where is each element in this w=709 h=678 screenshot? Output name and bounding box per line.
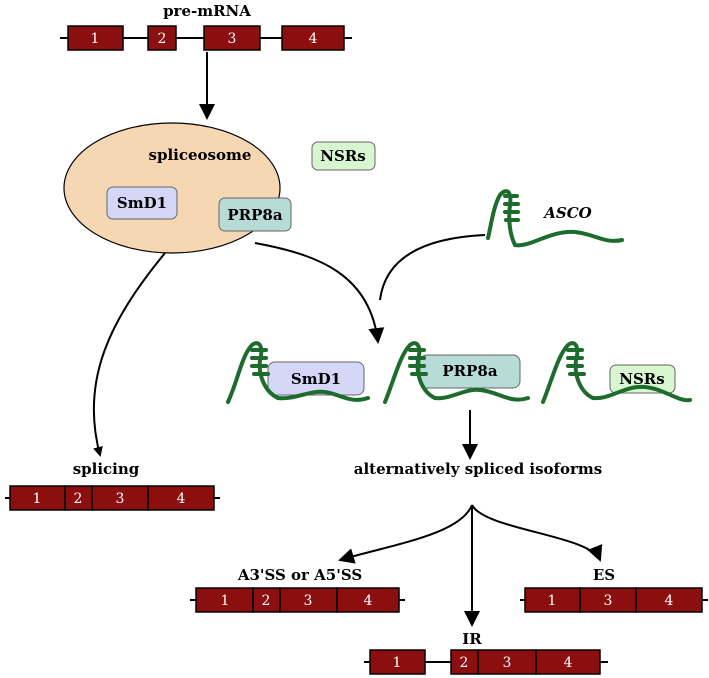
exon-1 bbox=[67, 25, 124, 51]
ir-transcript: 1 2 3 4 bbox=[364, 649, 608, 675]
arrow-asco-to-complex bbox=[379, 234, 486, 301]
exon-label: 2 bbox=[158, 31, 167, 47]
isoform-branch-arrows bbox=[338, 504, 603, 627]
complex-smd1: SmD1 bbox=[226, 341, 370, 404]
smd1-label: SmD1 bbox=[117, 194, 167, 212]
complex-prp8a-label: PRP8a bbox=[442, 362, 497, 380]
smd1-box bbox=[106, 186, 178, 220]
complex-prp8a: PRP8a bbox=[383, 341, 530, 404]
complex-nsrs: NSRs bbox=[541, 341, 692, 404]
complex-smd1-label: SmD1 bbox=[291, 370, 341, 388]
nsrs-box bbox=[311, 141, 376, 171]
asco-rna bbox=[486, 189, 624, 248]
exon-label: 3 bbox=[304, 593, 313, 609]
exon-label: 1 bbox=[91, 31, 100, 47]
exon-label: 3 bbox=[604, 593, 613, 609]
exon-label: 3 bbox=[116, 491, 125, 507]
exon-label: 1 bbox=[393, 655, 402, 671]
exon-label: 4 bbox=[177, 491, 186, 507]
exon-label: 2 bbox=[460, 655, 469, 671]
exon-label: 3 bbox=[503, 655, 512, 671]
exon-label: 1 bbox=[33, 491, 42, 507]
arrow-spliceosome-to-complex bbox=[254, 242, 385, 344]
exon-label: 4 bbox=[364, 593, 373, 609]
asco-label: ASCO bbox=[542, 204, 591, 222]
exon-label: 4 bbox=[665, 593, 674, 609]
pre-mrna-gene: 1 2 3 4 bbox=[60, 25, 352, 51]
ir-label: IR bbox=[462, 630, 482, 648]
exon-label: 4 bbox=[564, 655, 573, 671]
exon-label: 4 bbox=[309, 31, 318, 47]
a3ss-label: A3'SS or A5'SS bbox=[237, 566, 362, 584]
spliceosome: spliceosome SmD1 PRP8a bbox=[63, 122, 292, 254]
exon-label: 2 bbox=[74, 491, 83, 507]
nsrs-label: NSRs bbox=[320, 147, 365, 165]
complex-nsrs-label: NSRs bbox=[619, 370, 664, 388]
splicing-label: splicing bbox=[73, 460, 140, 478]
a3ss-transcript: 1 2 3 4 bbox=[190, 587, 405, 613]
exon-label: 1 bbox=[221, 593, 230, 609]
arrow-to-splicing bbox=[92, 252, 166, 457]
exon-label: 3 bbox=[228, 31, 237, 47]
exon-4 bbox=[281, 25, 345, 51]
es-transcript: 1 3 4 bbox=[520, 587, 708, 613]
prp8a-box bbox=[218, 197, 292, 232]
es-label: ES bbox=[593, 566, 615, 584]
alt-isoforms-label: alternatively spliced isoforms bbox=[354, 460, 602, 478]
exon-label: 2 bbox=[262, 593, 271, 609]
prp8a-label: PRP8a bbox=[227, 206, 282, 224]
exon-2 bbox=[147, 25, 177, 51]
spliced-transcript: 1 2 3 4 bbox=[5, 485, 220, 511]
exon-3 bbox=[203, 25, 261, 51]
spliceosome-label: spliceosome bbox=[149, 146, 252, 164]
pre-mrna-title: pre-mRNA bbox=[163, 2, 251, 20]
exon-label: 1 bbox=[548, 593, 557, 609]
